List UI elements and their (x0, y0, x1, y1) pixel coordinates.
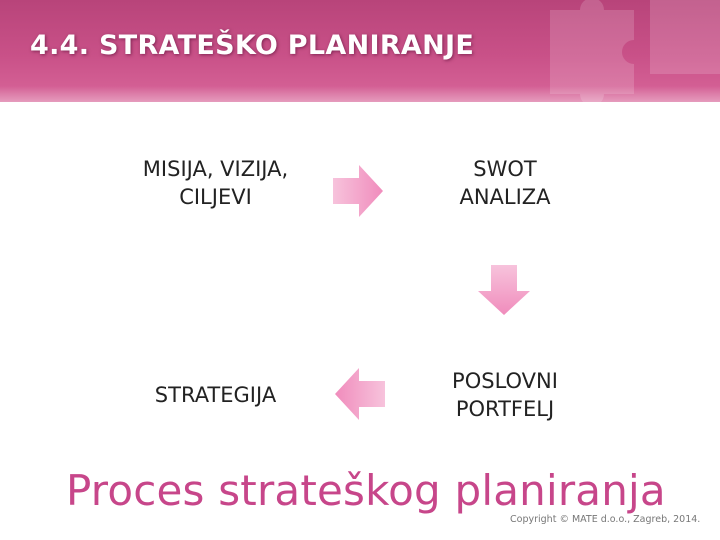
node-misija-line2: CILJEVI (179, 185, 252, 209)
node-swot-line1: SWOT (473, 157, 537, 181)
slide-subtitle: Proces strateškog planiranja (66, 466, 666, 515)
copyright-notice: Copyright © MATE d.o.o., Zagreb, 2014. (510, 514, 701, 525)
node-strategija-line1: STRATEGIJA (154, 383, 277, 407)
node-portfelj-line2: PORTFELJ (455, 397, 555, 421)
node-swot: SWOT ANALIZA (405, 155, 605, 211)
arrow-right-icon (333, 165, 383, 217)
arrow-down-icon (478, 265, 530, 315)
node-portfelj-line1: POSLOVNI (452, 369, 558, 393)
slide-title: 4.4. STRATEŠKO PLANIRANJE (30, 30, 475, 61)
node-misija-line1: MISIJA, VIZIJA, (142, 157, 289, 181)
node-portfelj: POSLOVNI PORTFELJ (405, 367, 605, 423)
node-misija: MISIJA, VIZIJA, CILJEVI (108, 155, 323, 211)
node-strategija: STRATEGIJA (108, 381, 323, 409)
arrow-left-icon (335, 368, 385, 420)
node-swot-line2: ANALIZA (459, 185, 551, 209)
title-bar: 4.4. STRATEŠKO PLANIRANJE (0, 0, 720, 102)
puzzle-decoration-icon (550, 0, 720, 102)
title-bar-highlight (0, 86, 720, 102)
